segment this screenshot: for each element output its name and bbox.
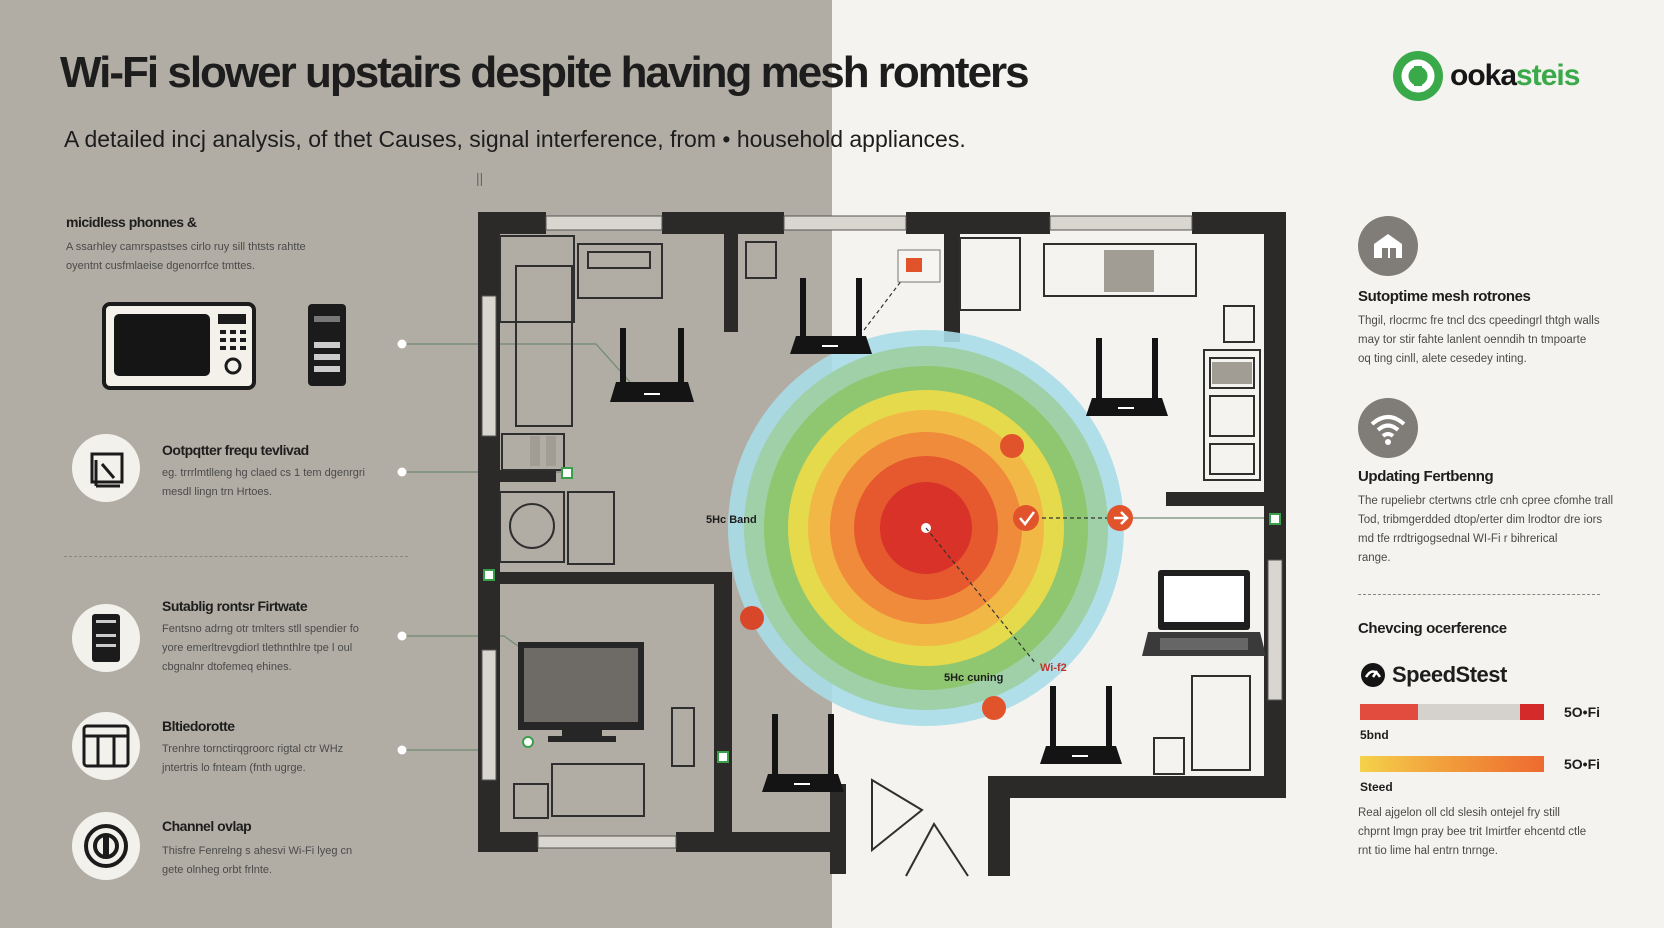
band-label: 5Hc Band [706,514,757,526]
speedtest-desc: Real ajgelon oll cld slesih ontejel fry … [1358,804,1586,861]
left-divider [64,556,408,557]
band-label: 5Hc cuning [944,672,1004,684]
item-desc-line: Fentsno adrng otr tmlters stll spendier … [162,623,359,635]
item-desc-line: jntertris lo fnteam (fnth ugrge. [162,762,306,774]
connector-dots [397,339,407,755]
channel-ring-badge[interactable] [72,812,140,880]
right-item-desc: The rupeliebr ctertwns ctrle cnh cpree c… [1358,492,1613,568]
router-lights [644,345,1134,785]
laptop-icon [1142,570,1266,656]
bluetooth-box-badge[interactable] [72,712,140,780]
logo-mark-icon [1393,51,1443,101]
appliance-desc-line: A ssarhley camrspastses cirlo ruy sill t… [66,241,306,253]
channel-ring-icon [84,824,128,868]
right-item-title: Updating Fertbenng [1358,468,1494,485]
item-desc-line: gete olnheg orbt frlnte. [162,864,273,876]
right-divider [1358,594,1600,595]
wifi-icon [1370,415,1406,445]
speedtest-label: SpeedStest [1392,662,1507,687]
router-icon [1086,338,1168,416]
right-desc-line: may tor stir fahte lanlent oenndih tn tm… [1358,334,1587,346]
window-strips [481,215,1283,849]
router-badge[interactable] [1358,216,1418,276]
right-desc-line: Tod, tribmgerdded dtop/erter dim lrodtor… [1358,514,1603,526]
appliance-heading: micidless phonnes & [66,214,197,230]
item-desc-line: yore emerltrevgdiorl tlethnthlre tpe l o… [162,642,353,654]
right-item-desc: Thgil, rlocrmc fre tncl dcs cpeedingrl t… [1358,312,1600,369]
right-desc-line: range. [1358,552,1391,564]
microwave-icon [102,302,256,390]
right-desc-line: oq ting cinll, alete cesedey inting. [1358,353,1527,365]
phone-badge[interactable] [72,604,140,672]
furniture [499,235,1261,877]
interior-walls [496,234,1264,832]
router-icon [1374,234,1402,258]
right-desc-line: Thgil, rlocrmc fre tncl dcs cpeedingrl t… [1358,315,1600,327]
logo-wordmark: ookasteis [1450,59,1580,93]
speed-bar-2-sub: Steed [1360,780,1393,794]
item-desc-line: cbgnalnr dtofemeq ehines. [162,661,292,673]
item-desc: eg. trrrlmtlleng hg claed cs 1 tem dgenr… [162,464,365,502]
item-desc: Thisfre Fenrelng s ahesvi Wi-Fi lyeg cn … [162,842,352,880]
checking-title: Chevcing ocerference [1358,620,1507,637]
item-desc-line: Thisfre Fenrelng s ahesvi Wi-Fi lyeg cn [162,845,353,857]
router-icon [610,328,694,402]
item-desc-line: eg. trrrlmtlleng hg claed cs 1 tem dgenr… [162,467,365,479]
item-desc-line: mesdl lingn trn Hrtoes. [162,486,273,498]
appliance-desc-line: oyentnt cusfmlaeise dgenorrfce tmttes. [66,260,255,272]
speed-bar-2 [1360,756,1544,772]
phone-icon [92,614,120,662]
tick-mark: || [476,170,484,186]
item-title: Channel ovlap [162,818,252,834]
speed-bar-1-fill [1360,704,1418,720]
item-desc: Fentsno adrng otr tmlters stll spendier … [162,620,359,677]
tv-icon [518,642,644,742]
device-frame-icon [90,452,124,488]
speed-bar-1-sub: 5bnd [1360,728,1389,742]
router-icon [1040,686,1122,764]
green-tags [483,467,1281,763]
speed-bar-1-end [1520,704,1544,720]
cordless-phone-icon [308,304,346,386]
router-icon [790,278,872,354]
right-desc-line: The rupeliebr ctertwns ctrle cnh cpree c… [1358,495,1614,507]
speed-bar-1 [1360,704,1544,720]
wifi-tag: Wi-f2 [1040,662,1067,674]
furniture-fills [530,250,1252,466]
dashed-lines [863,279,1120,665]
item-title: Ootpqtter frequ tevlivad [162,442,309,458]
brand-logo[interactable]: ookasteis [1392,50,1580,102]
logo-text-main: ooka [1450,59,1517,92]
speedtest-desc-line: chprnt lmgn pray bee trit Imirtfer ehcen… [1358,826,1587,838]
right-item-title: Sutoptime mesh rotrones [1358,288,1531,305]
page-title: Wi-Fi slower upstairs despite having mes… [60,48,1030,97]
speedtest-desc-line: rnt tio lime hal entrn tnrnge. [1358,845,1498,857]
right-desc-line: md tfe rrdtrigogsednal WI-Fi r bihrerica… [1358,533,1558,545]
wifi-badge[interactable] [1358,398,1418,458]
speedtest-desc-line: Real ajgelon oll cld slesih ontejel fry … [1358,807,1560,819]
item-desc-line: Trenhre tornctirqgroorc rigtal ctr WHz [162,743,344,755]
speedtest-icon [1361,663,1385,687]
item-title: Sutablig rontsr Firtwate [162,598,308,614]
speed-bar-2-label: 5O•Fi [1564,756,1601,772]
item-title: Bltiedorotte [162,718,235,734]
page-subtitle: A detailed incj analysis, of thet Causes… [64,126,966,152]
speed-bar-1-label: 5O•Fi [1564,704,1601,720]
device-frame-badge[interactable] [72,434,140,502]
router-icon [762,714,844,792]
item-desc: Trenhre tornctirqgroorc rigtal ctr WHz j… [162,740,343,778]
speedtest-brand[interactable]: SpeedStest [1360,662,1507,688]
bluetooth-box-icon [82,724,130,768]
appliance-desc: A ssarhley camrspastses cirlo ruy sill t… [66,238,306,276]
interference-markers [740,249,1133,720]
logo-text-accent: steis [1516,59,1580,92]
